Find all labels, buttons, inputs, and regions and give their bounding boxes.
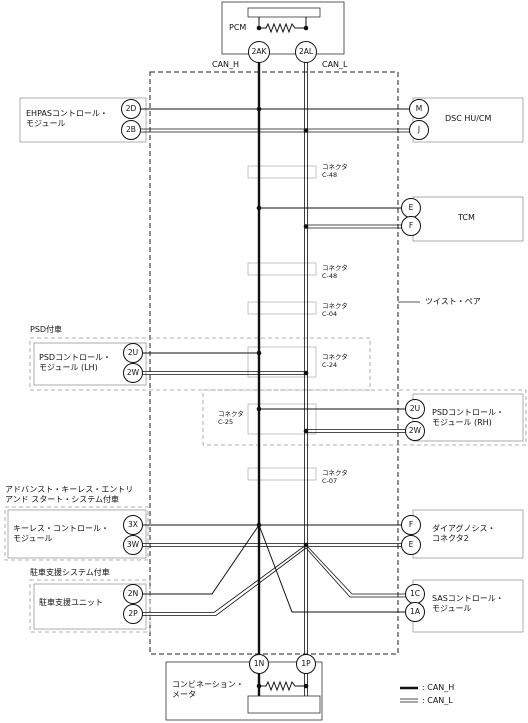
connector-c48b-label: コネクタ C-48: [322, 264, 348, 280]
connector-c07-label: コネクタ C-07: [322, 469, 348, 485]
connector-c07: [247, 467, 317, 481]
tcm-box: [412, 196, 524, 242]
legend-can-h-text: : CAN_H: [422, 683, 455, 692]
pin-dsc-can-h: M: [409, 99, 429, 119]
keyless-group-label: アドバンスト・キーレス・エントリ アンド スタート・システム付車: [5, 485, 134, 504]
pin-psdlh-can-h: 2U: [123, 343, 143, 363]
psdrh-label: PSDコントロール・ モジュール (RH): [432, 408, 505, 427]
tcm-label: TCM: [458, 213, 475, 222]
connector-c24: [247, 346, 317, 378]
pcm-resistor: [259, 22, 306, 34]
pin-meter-can-l: 1P: [296, 654, 316, 674]
pin-pcm-can-l: 2AL: [295, 41, 317, 63]
psd-group-box: [29, 337, 371, 391]
pin-keyless-can-h: 3X: [123, 515, 143, 535]
psdlh-label: PSDコントロール・ モジュール (LH): [39, 353, 112, 372]
keyless-label: キーレス・コントロール・ モジュール: [13, 524, 109, 543]
pin-diag-can-l: E: [401, 535, 421, 555]
pin-tcm-can-h: E: [401, 198, 421, 218]
pin-psdrh-can-h: 2U: [405, 399, 425, 419]
connector-c48a: [247, 165, 317, 179]
psdrh-box: [412, 393, 524, 442]
pin-keyless-can-l: 3W: [123, 535, 143, 555]
connector-c25-label: コネクタ C-25: [218, 410, 244, 426]
connector-c04: [247, 301, 317, 315]
can-h-label: CAN_H: [212, 60, 240, 69]
connector-c25: [247, 403, 317, 435]
pin-ehpas-can-l: 2B: [121, 120, 141, 140]
ehpas-label: EHPASコントロール・ モジュール: [26, 109, 108, 128]
legend-can-l-text: : CAN_L: [422, 696, 453, 705]
dsc-label: DSC HU/CM: [445, 114, 492, 123]
connector-c48b: [247, 262, 317, 276]
pin-tcm-can-l: F: [401, 216, 421, 236]
diag-label: ダイアグノシス・ コネクタ2: [432, 524, 496, 543]
can-l-label: CAN_L: [322, 60, 348, 69]
pin-sas-can-l: 1A: [405, 602, 425, 622]
connector-c04-label: コネクタ C-04: [322, 302, 348, 318]
diag-box: [412, 509, 524, 559]
twisted-pair-area: [149, 71, 399, 655]
meter-resistor-housing: [247, 695, 321, 714]
pin-parking-can-h: 2N: [123, 584, 143, 604]
pin-ehpas-can-h: 2D: [121, 99, 141, 119]
parking-label: 駐車支援ユニット: [39, 598, 103, 607]
pcm-label: PCM: [229, 23, 247, 32]
meter-label: コンビネーション・ メータ: [172, 680, 244, 699]
psd-rh-group-box: [202, 389, 527, 446]
parking-group-box: [29, 579, 151, 633]
twisted-pair-label: ツイスト・ペア: [425, 297, 481, 306]
meter-resistor: [259, 680, 306, 692]
keyless-group-box: [4, 506, 149, 561]
pcm-resistor-housing: [247, 7, 321, 18]
pin-psdrh-can-l: 2W: [405, 421, 425, 441]
pin-sas-can-h: 1C: [405, 584, 425, 604]
pin-meter-can-h: 1N: [249, 654, 269, 674]
pin-parking-can-l: 2P: [123, 604, 143, 624]
keyless-box: [7, 509, 147, 559]
parking-group-label: 駐車支援システム付車: [30, 568, 110, 577]
sas-box: [412, 579, 524, 633]
connector-c48a-label: コネクタ C-48: [322, 163, 348, 179]
pin-pcm-can-h: 2AK: [248, 41, 270, 63]
pin-dsc-can-l: J: [409, 120, 429, 140]
pin-psdlh-can-l: 2W: [123, 363, 143, 383]
psd-group-label: PSD付車: [30, 325, 63, 334]
connector-c24-label: コネクタ C-24: [322, 353, 348, 369]
dsc-box: [412, 97, 524, 143]
pin-diag-can-h: F: [401, 515, 421, 535]
sas-label: SASコントロール・ モジュール: [432, 594, 504, 613]
